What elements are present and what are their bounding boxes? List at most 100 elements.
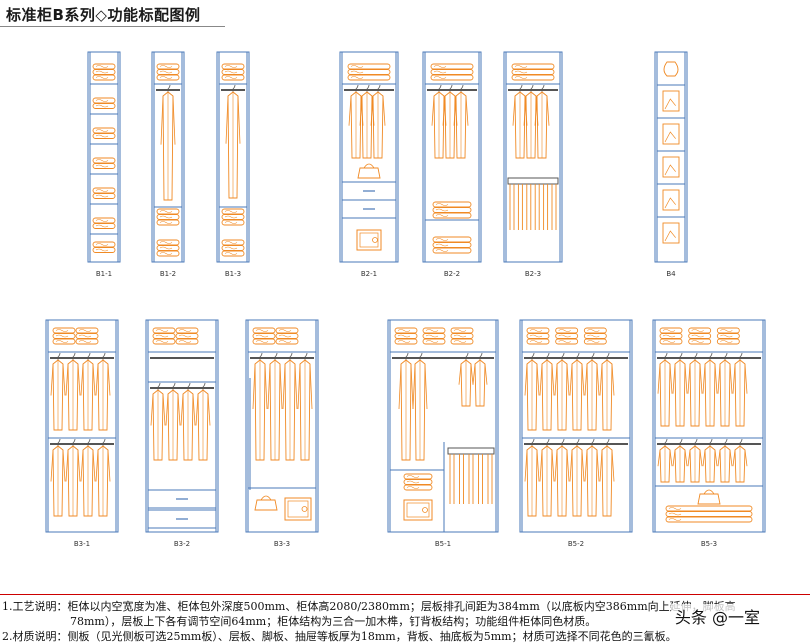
cabinet-b1-2 <box>151 51 185 263</box>
hanging-garment <box>657 352 673 427</box>
folded-clothes <box>92 241 116 253</box>
hanging-garment <box>523 84 539 159</box>
hanging-garment <box>732 352 748 427</box>
shelf-decor <box>662 189 680 211</box>
folded-clothes <box>511 63 555 81</box>
hanging-garment <box>702 352 718 427</box>
cabinet-b1-1 <box>87 51 121 263</box>
folded-clothes <box>92 97 116 109</box>
folded-clothes <box>432 236 472 254</box>
drawer <box>147 489 217 509</box>
folded-clothes <box>175 327 199 345</box>
safe-box <box>356 229 382 251</box>
cabinet-label: B3-3 <box>274 540 290 548</box>
title-underline <box>0 26 225 27</box>
handbag <box>254 495 278 511</box>
hanging-garment <box>569 438 585 517</box>
hanging-garment <box>584 352 600 431</box>
folded-clothes <box>92 217 116 229</box>
hanging-garment <box>717 352 733 427</box>
hanging-garment <box>458 352 474 407</box>
hanging-garment <box>80 438 96 517</box>
folded-clothes <box>52 327 76 345</box>
folded-clothes <box>665 505 753 523</box>
notes-divider <box>0 594 810 595</box>
folded-clothes <box>688 327 712 345</box>
folded-clothes <box>156 239 180 257</box>
cabinet-label: B2-3 <box>525 270 541 278</box>
cabinet-b4 <box>654 51 688 263</box>
folded-clothes <box>156 208 180 226</box>
hanging-garment <box>717 438 733 483</box>
hanging-garment <box>672 352 688 427</box>
drawer <box>341 199 397 219</box>
hanging-garment <box>348 84 364 159</box>
hanging-garment <box>252 352 268 461</box>
hanging-garment <box>150 382 166 461</box>
hanging-garment <box>65 352 81 431</box>
cabinet-label: B3-2 <box>174 540 190 548</box>
folded-clothes <box>422 327 446 345</box>
hanging-garment <box>442 84 458 159</box>
cabinet-b2-3 <box>503 51 563 263</box>
folded-clothes <box>221 63 245 81</box>
folded-clothes <box>403 473 433 491</box>
folded-clothes <box>92 157 116 169</box>
safe-box <box>284 497 312 521</box>
folded-clothes <box>275 327 299 345</box>
hanging-garment <box>65 438 81 517</box>
hanging-garment <box>398 352 414 461</box>
folded-clothes <box>659 327 683 345</box>
folded-clothes <box>92 127 116 139</box>
folded-clothes <box>583 327 607 345</box>
note-material: 2.材质说明：侧板（见光侧板可选25mm板）、层板、脚板、抽屉等板厚为18mm，… <box>2 630 677 643</box>
hanging-garment <box>599 438 615 517</box>
cabinet-b2-2 <box>422 51 482 263</box>
cabinet-b5-1 <box>387 319 499 533</box>
hanging-garment <box>95 352 111 431</box>
cabinet-b3-2 <box>145 319 219 533</box>
hanging-garment <box>524 352 540 431</box>
hanging-garment <box>370 84 386 159</box>
hanging-garment <box>297 352 313 461</box>
hanging-garment <box>195 382 211 461</box>
folded-clothes <box>75 327 99 345</box>
hanging-garment <box>50 438 66 517</box>
hanging-garment <box>80 352 96 431</box>
hanging-garment <box>165 382 181 461</box>
hanging-garment <box>524 438 540 517</box>
folded-clothes <box>252 327 276 345</box>
drawer <box>147 509 217 529</box>
folded-clothes <box>152 327 176 345</box>
hanging-garment <box>412 352 428 461</box>
hanging-garment <box>453 84 469 159</box>
cabinet-label: B1-1 <box>96 270 112 278</box>
watermark: 头条 @一室 <box>670 604 764 628</box>
hanging-garment <box>702 438 718 483</box>
cabinet-label: B4 <box>666 270 676 278</box>
cabinet-label: B3-1 <box>74 540 90 548</box>
hanging-garment <box>534 84 550 159</box>
safe-box <box>403 499 433 521</box>
folded-clothes <box>156 63 180 81</box>
hanging-garment <box>584 438 600 517</box>
folded-clothes <box>394 327 418 345</box>
handbag <box>357 163 381 179</box>
hanging-garment <box>732 438 748 483</box>
cabinet-b5-2 <box>519 319 633 533</box>
folded-clothes <box>430 63 474 81</box>
hanging-garment <box>431 84 447 159</box>
hanging-garment <box>539 438 555 517</box>
cabinet-b2-1 <box>339 51 399 263</box>
hanging-garment <box>554 352 570 431</box>
note-craft-line-2: 78mm），层板上下各有调节空间64mm；柜体结构为三合一加木榫，钉背板结构；功… <box>70 615 597 628</box>
cabinet-label: B5-1 <box>435 540 451 548</box>
hanging-garment <box>539 352 555 431</box>
hanging-garment <box>687 438 703 483</box>
hanging-garment <box>687 352 703 427</box>
hanging-garment <box>599 352 615 431</box>
cabinet-label: B1-3 <box>225 270 241 278</box>
page-title: 标准柜B系列◇功能标配图例 <box>6 6 201 24</box>
cabinet-label: B5-2 <box>568 540 584 548</box>
